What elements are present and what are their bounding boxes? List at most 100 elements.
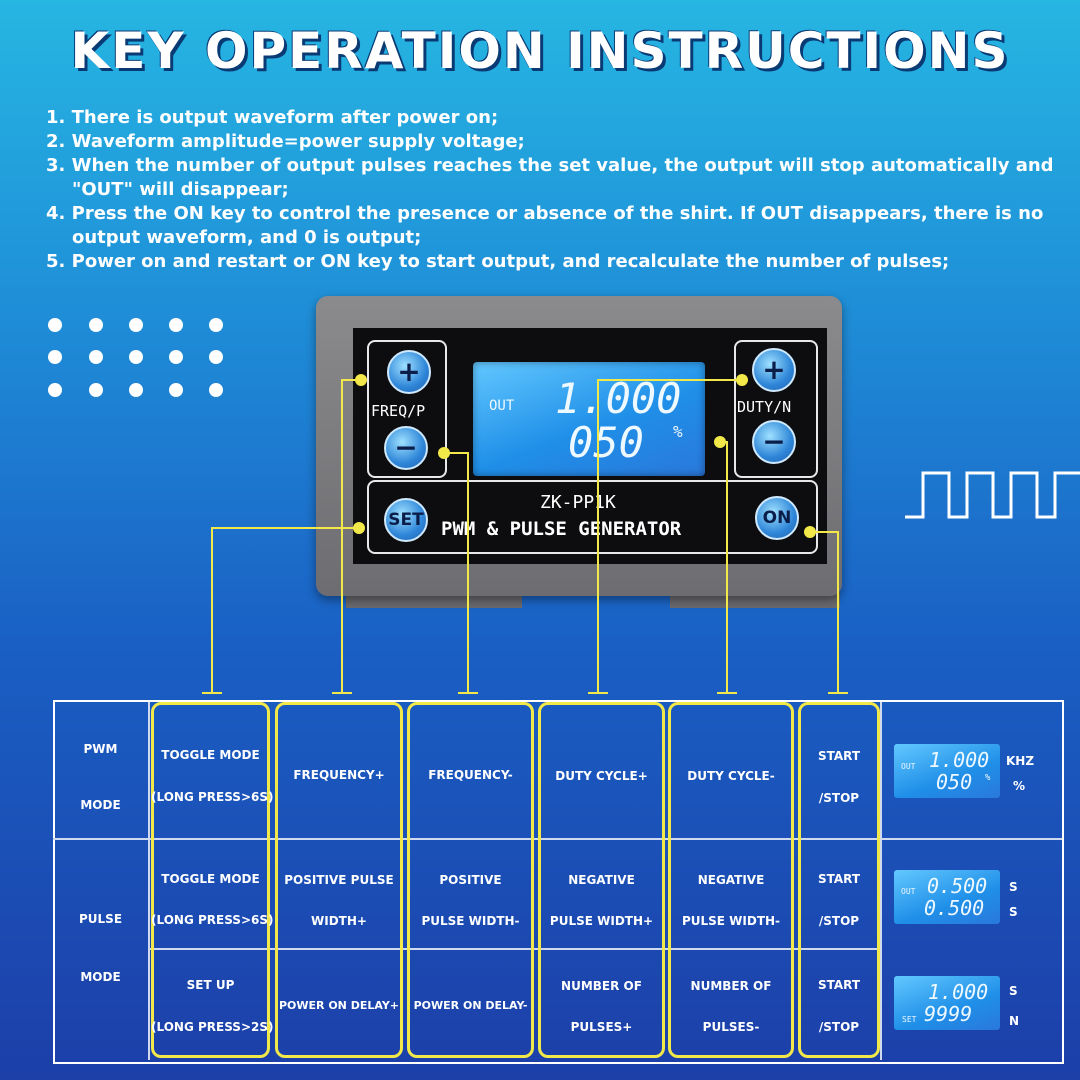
device-subtitle: PWM & PULSE GENERATOR [441, 518, 682, 540]
pulse-freq-plus-function: WIDTH+ [311, 914, 367, 928]
instruction-item: 3. When the number of output pulses reac… [46, 155, 1054, 200]
device-model: ZK-PP1K [540, 492, 616, 513]
pulse-freq-minus-function: POSITIVE [439, 873, 502, 887]
decorative-dot [169, 383, 183, 397]
pwm-on-function: START [817, 749, 861, 763]
pwm-unit-duty: % [1013, 779, 1026, 793]
setup-on-function: START [817, 978, 861, 992]
setup-set-function: SET UP [186, 978, 235, 992]
device-foot [346, 592, 522, 608]
setup-duty-minus-function: NUMBER OF [690, 979, 772, 993]
decorative-dot [209, 350, 223, 364]
pwm-lcd-out: OUT [901, 762, 916, 771]
lcd-duty-readout: 050 [568, 418, 644, 467]
decorative-dot [89, 318, 103, 332]
setup-duty-plus-function: PULSES+ [570, 1020, 633, 1034]
instruction-item: 1. There is output waveform after power … [46, 107, 499, 128]
lcd-percent-unit: % [673, 422, 683, 441]
pulse-duty-minus-function: PULSE WIDTH- [681, 914, 781, 928]
setup-on-function: /STOP [818, 1020, 860, 1034]
pulse-on-function: /STOP [818, 914, 860, 928]
pwm-duty-minus-function: DUTY CYCLE- [687, 769, 775, 783]
bottom-key-frame [367, 480, 818, 554]
pulse-lcd-out: OUT [901, 887, 916, 896]
pwm-lcd-line1: 1.000 [929, 748, 990, 772]
instruction-item: 4. Press the ON key to control the prese… [46, 203, 1044, 248]
freq-label: FREQ/P [371, 402, 426, 420]
pulse-duty-plus-function: PULSE WIDTH+ [549, 914, 654, 928]
pulse-set-function: (LONG PRESS>6S) [151, 913, 274, 927]
setup-freq-plus-function: POWER ON DELAY+ [278, 999, 400, 1012]
setup-unit-count: N [1009, 1014, 1020, 1028]
pwm-set-function: TOGGLE MODE [161, 748, 260, 762]
pwm-mode-label: MODE [80, 798, 121, 812]
table-divider [150, 948, 880, 950]
duty-minus-column-highlight [668, 702, 794, 1058]
pulse-mode-label: PULSE [78, 912, 123, 926]
pwm-freq-minus-function: FREQUENCY- [428, 768, 513, 782]
on-button[interactable]: ON [755, 496, 799, 540]
set-button[interactable]: SET [384, 498, 428, 542]
freq-minus-button[interactable]: − [384, 426, 428, 470]
pulse-on-function: START [817, 872, 861, 886]
setup-lcd-preview [894, 976, 1000, 1030]
pulse-freq-minus-function: PULSE WIDTH- [421, 914, 520, 928]
pulse-lcd-preview [894, 870, 1000, 924]
duty-label: DUTY/N [737, 398, 792, 416]
duty-plus-button[interactable]: + [752, 348, 796, 392]
pwm-set-function: (LONG PRESS>6S) [151, 790, 274, 804]
on-column-highlight [798, 702, 880, 1058]
freq-plus-column-highlight [275, 702, 403, 1058]
table-divider [53, 838, 1062, 840]
setup-lcd-line2: 9999 [924, 1002, 973, 1026]
decorative-dot [129, 318, 143, 332]
pulse-lcd-line1: 0.500 [927, 874, 988, 898]
setup-duty-plus-function: NUMBER OF [561, 979, 642, 993]
freq-key-frame [367, 340, 447, 478]
pulse-lcd-line2: 0.500 [924, 896, 985, 920]
pulse-duty-minus-function: NEGATIVE [697, 873, 765, 887]
square-wave-icon [905, 471, 1080, 519]
pwm-unit-frequency: KHZ [1006, 754, 1035, 768]
pulse-freq-plus-function: POSITIVE PULSE [284, 873, 394, 887]
decorative-dot [209, 383, 223, 397]
table-divider [148, 702, 150, 1060]
duty-plus-column-highlight [538, 702, 665, 1058]
setup-unit-delay: S [1009, 984, 1018, 998]
pwm-on-function: /STOP [818, 791, 860, 805]
key-function-table [53, 700, 1064, 1064]
decorative-dot [48, 350, 62, 364]
setup-lcd-line1: 1.000 [928, 980, 989, 1004]
decorative-dot [89, 383, 103, 397]
decorative-dot [48, 318, 62, 332]
duty-minus-button[interactable]: − [752, 420, 796, 464]
instruction-item: 5. Power on and restart or ON key to sta… [46, 251, 950, 272]
pulse-mode-label: MODE [80, 970, 121, 984]
pwm-lcd-line2: 050 [936, 770, 973, 794]
instruction-list: 1. There is output waveform after power … [46, 106, 1056, 274]
setup-set-function: (LONG PRESS>2S) [151, 1020, 274, 1034]
pwm-freq-plus-function: FREQUENCY+ [293, 768, 385, 782]
decorative-dot [129, 350, 143, 364]
decorative-dot [209, 318, 223, 332]
setup-duty-minus-function: PULSES- [702, 1020, 760, 1034]
freq-minus-column-highlight [407, 702, 534, 1058]
pulse-unit-negative: S [1009, 905, 1018, 919]
instruction-item: 2. Waveform amplitude=power supply volta… [46, 131, 525, 152]
lcd-frequency-readout: 1.000 [555, 374, 682, 423]
pulse-duty-plus-function: NEGATIVE [568, 873, 635, 887]
freq-plus-button[interactable]: + [387, 350, 431, 394]
decorative-dot [48, 383, 62, 397]
decorative-dot [169, 350, 183, 364]
pulse-unit-positive: S [1009, 880, 1018, 894]
pwm-duty-plus-function: DUTY CYCLE+ [555, 769, 648, 783]
setup-freq-minus-function: POWER ON DELAY- [413, 999, 528, 1012]
set-column-highlight [151, 702, 270, 1058]
pwm-lcd-percent: % [985, 773, 991, 783]
decorative-dot [169, 318, 183, 332]
setup-lcd-set: SET [902, 1015, 917, 1024]
page-title: KEY OPERATION INSTRUCTIONS [70, 22, 1010, 80]
pwm-lcd-preview [894, 744, 1000, 798]
table-divider [880, 702, 882, 1060]
decorative-dot [89, 350, 103, 364]
